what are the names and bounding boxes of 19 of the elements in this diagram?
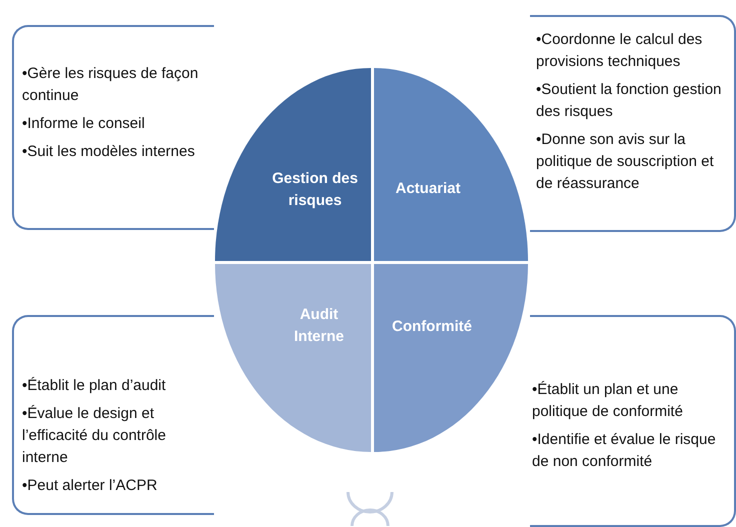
quadrant-label: Conformité (391, 317, 473, 337)
quadrant-label: Gestion des risques (271, 169, 359, 211)
text-card (530, 15, 736, 232)
bullet-text: •Informe le conseil (22, 114, 146, 134)
text-card (12, 25, 214, 230)
text-card (530, 315, 736, 527)
quadrant-label: Actuariat (394, 179, 462, 199)
bullet-text: •Établit un plan et une politique de conformité (532, 380, 684, 422)
bullet-text: •Donne son avis sur la politique de souscription et de réassurance (536, 130, 715, 194)
bullet-text: •Soutient la fonction gestion des risques (536, 80, 722, 122)
bullet-text: •Gère les risques de façon continue (22, 64, 200, 106)
bullet-text: •Suit les modèles internes (22, 142, 196, 162)
bullet-text: •Identifie et évalue le risque de non conformité (532, 430, 717, 472)
bullet-text: •Peut alerter l’ACPR (22, 476, 158, 496)
quadrant-label: Audit Interne (292, 305, 345, 347)
text-card (12, 315, 214, 515)
bullet-text: •Établit le plan d’audit (22, 376, 167, 396)
bullet-text: •Coordonne le calcul des provisions techniques (536, 30, 704, 72)
bullet-text: •Évalue le design et l’efficacité du contrôle interne (22, 404, 167, 468)
